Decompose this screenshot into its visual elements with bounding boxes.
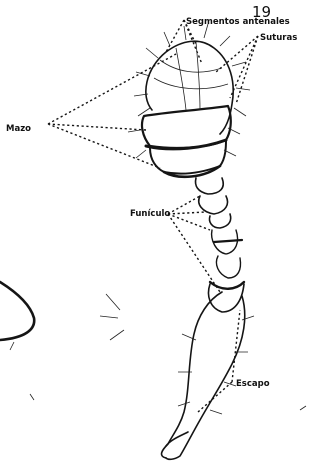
club-mazo (128, 24, 250, 177)
label-segmentos-antenales: Segmentos antenales (186, 17, 290, 27)
funicle-segments (196, 178, 245, 312)
scape-escapo (162, 292, 254, 459)
label-suturas: Suturas (260, 33, 297, 43)
label-mazo: Mazo (6, 124, 31, 134)
label-escapo: Escapo (236, 379, 270, 389)
label-funiculo: Funículo (130, 209, 170, 219)
loose-hairs (10, 294, 306, 410)
partial-outline-left (0, 282, 34, 340)
